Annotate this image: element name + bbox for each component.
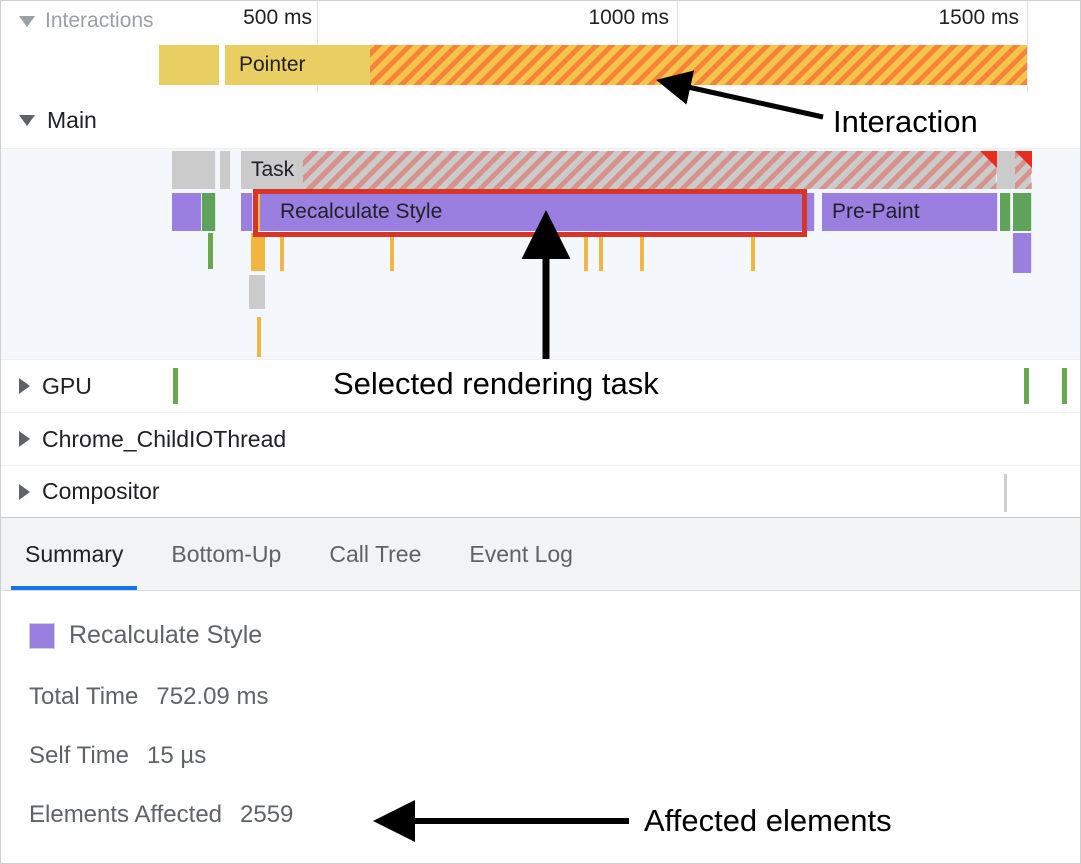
track-chrome-childiothread[interactable]: Chrome_ChildIOThread: [1, 412, 1080, 465]
track-header-compositor[interactable]: Compositor: [1, 466, 160, 517]
annotation-label-interaction: Interaction: [833, 104, 978, 139]
flame-marker[interactable]: [640, 233, 644, 271]
flame-row: [1, 233, 1080, 275]
flame-marker[interactable]: [257, 317, 261, 357]
flame-marker[interactable]: [280, 233, 284, 271]
tab-call-tree[interactable]: Call Tree: [305, 518, 445, 590]
flame-marker[interactable]: [584, 233, 588, 271]
summary-row-self-time: Self Time 15 µs: [29, 742, 1080, 770]
track-gpu[interactable]: GPU: [1, 359, 1080, 412]
flame-marker[interactable]: [599, 233, 603, 271]
flame-event-task[interactable]: Task: [241, 151, 997, 189]
flame-event[interactable]: [220, 151, 231, 189]
tab-event-log[interactable]: Event Log: [445, 518, 597, 590]
track-compositor[interactable]: Compositor: [1, 465, 1080, 517]
timeline-overview[interactable]: 500 ms 1000 ms 1500 ms Interactions Poin…: [1, 1, 1080, 517]
compositor-marker[interactable]: [1004, 474, 1007, 512]
flame-marker[interactable]: [751, 233, 755, 271]
tab-bottom-up[interactable]: Bottom-Up: [147, 518, 305, 590]
flame-row: Task: [1, 149, 1080, 191]
flame-event[interactable]: [202, 193, 216, 231]
summary-row-total-time: Total Time 752.09 ms: [29, 683, 1080, 711]
gpu-marker[interactable]: [173, 368, 178, 404]
tab-summary[interactable]: Summary: [1, 518, 147, 590]
track-label-chrome-childiothread: Chrome_ChildIOThread: [42, 425, 287, 452]
interactions-lane: Pointer: [1, 45, 1080, 85]
summary-key: Total Time: [29, 683, 139, 710]
flame-event-label: Task: [251, 158, 295, 181]
flame-event[interactable]: [1000, 193, 1011, 231]
gpu-marker[interactable]: [1024, 368, 1029, 404]
flame-event[interactable]: [172, 151, 216, 189]
summary-value: 15 µs: [147, 742, 207, 769]
flame-row: [1, 275, 1080, 317]
flame-event-pre-paint[interactable]: Pre-Paint: [822, 193, 998, 231]
ruler-label-500ms: 500 ms: [243, 6, 312, 29]
flame-event[interactable]: [1013, 233, 1032, 273]
flame-marker[interactable]: [251, 233, 265, 271]
flame-marker[interactable]: [208, 233, 213, 269]
chevron-down-icon[interactable]: [19, 115, 35, 126]
chevron-down-icon[interactable]: [19, 15, 35, 27]
chevron-right-icon[interactable]: [19, 483, 30, 500]
summary-value: 752.09 ms: [156, 683, 269, 710]
annotation-label-affected-elements: Affected elements: [644, 803, 892, 838]
flame-event[interactable]: [997, 151, 1032, 189]
flame-row: [1, 317, 1080, 359]
ruler-label-1000ms: 1000 ms: [588, 6, 669, 29]
details-panel: Summary Bottom-Up Call Tree Event Log Re…: [1, 517, 1080, 863]
color-swatch-icon: [29, 622, 55, 649]
flame-marker[interactable]: [249, 275, 265, 309]
track-label-interactions: Interactions: [45, 9, 154, 32]
summary-event-name: Recalculate Style: [69, 621, 263, 649]
flame-event[interactable]: [241, 193, 253, 231]
flame-row: Recalculate Style Pre-Paint: [1, 191, 1080, 233]
chevron-right-icon[interactable]: [19, 378, 30, 394]
interaction-event-pointer[interactable]: Pointer: [225, 45, 370, 85]
summary-event-title: Recalculate Style: [29, 621, 1080, 650]
summary-row-elements-affected: Elements Affected 2559: [29, 801, 1080, 829]
interaction-event-label: Pointer: [239, 53, 306, 76]
flame-event-label: Pre-Paint: [832, 200, 920, 223]
track-header-interactions[interactable]: Interactions: [1, 1, 211, 41]
track-header-chrome-childiothread[interactable]: Chrome_ChildIOThread: [1, 413, 286, 465]
gpu-marker[interactable]: [1062, 368, 1067, 404]
track-label-main: Main: [47, 107, 97, 133]
chevron-right-icon[interactable]: [19, 431, 30, 447]
flame-event[interactable]: [1013, 193, 1032, 231]
flame-event-label: Recalculate Style: [280, 200, 443, 223]
tab-label: Summary: [25, 540, 124, 567]
summary-key: Self Time: [29, 742, 130, 769]
ruler-tick-1000ms: [318, 1, 678, 41]
track-interactions[interactable]: Interactions Pointer: [1, 1, 1080, 91]
summary-key: Elements Affected: [29, 801, 223, 828]
details-tabbar[interactable]: Summary Bottom-Up Call Tree Event Log: [1, 518, 1080, 591]
tab-label: Call Tree: [329, 540, 422, 567]
interaction-event[interactable]: [159, 45, 219, 85]
track-header-main[interactable]: Main: [1, 93, 1080, 149]
flame-marker[interactable]: [390, 233, 394, 271]
flame-event-recalculate-style[interactable]: Recalculate Style: [260, 193, 815, 231]
ruler-tick-1500ms: [678, 1, 1028, 41]
annotation-label-selected-rendering-task: Selected rendering task: [333, 366, 659, 401]
ruler-label-1500ms: 1500 ms: [938, 6, 1019, 29]
tab-label: Event Log: [469, 540, 573, 567]
tab-label: Bottom-Up: [171, 540, 282, 567]
track-label-compositor: Compositor: [42, 478, 160, 504]
ruler-tick-500ms: [1, 1, 318, 41]
flame-event[interactable]: [172, 193, 202, 231]
summary-value: 2559: [240, 801, 294, 828]
timeline-ruler: 500 ms 1000 ms 1500 ms: [1, 1, 1080, 41]
flame-chart[interactable]: Task Recalculate Style: [1, 149, 1080, 359]
track-header-gpu[interactable]: GPU: [1, 360, 92, 412]
interaction-delay-band[interactable]: [370, 45, 1027, 85]
track-label-gpu: GPU: [42, 372, 92, 399]
summary-content: Recalculate Style Total Time 752.09 ms S…: [1, 591, 1080, 863]
